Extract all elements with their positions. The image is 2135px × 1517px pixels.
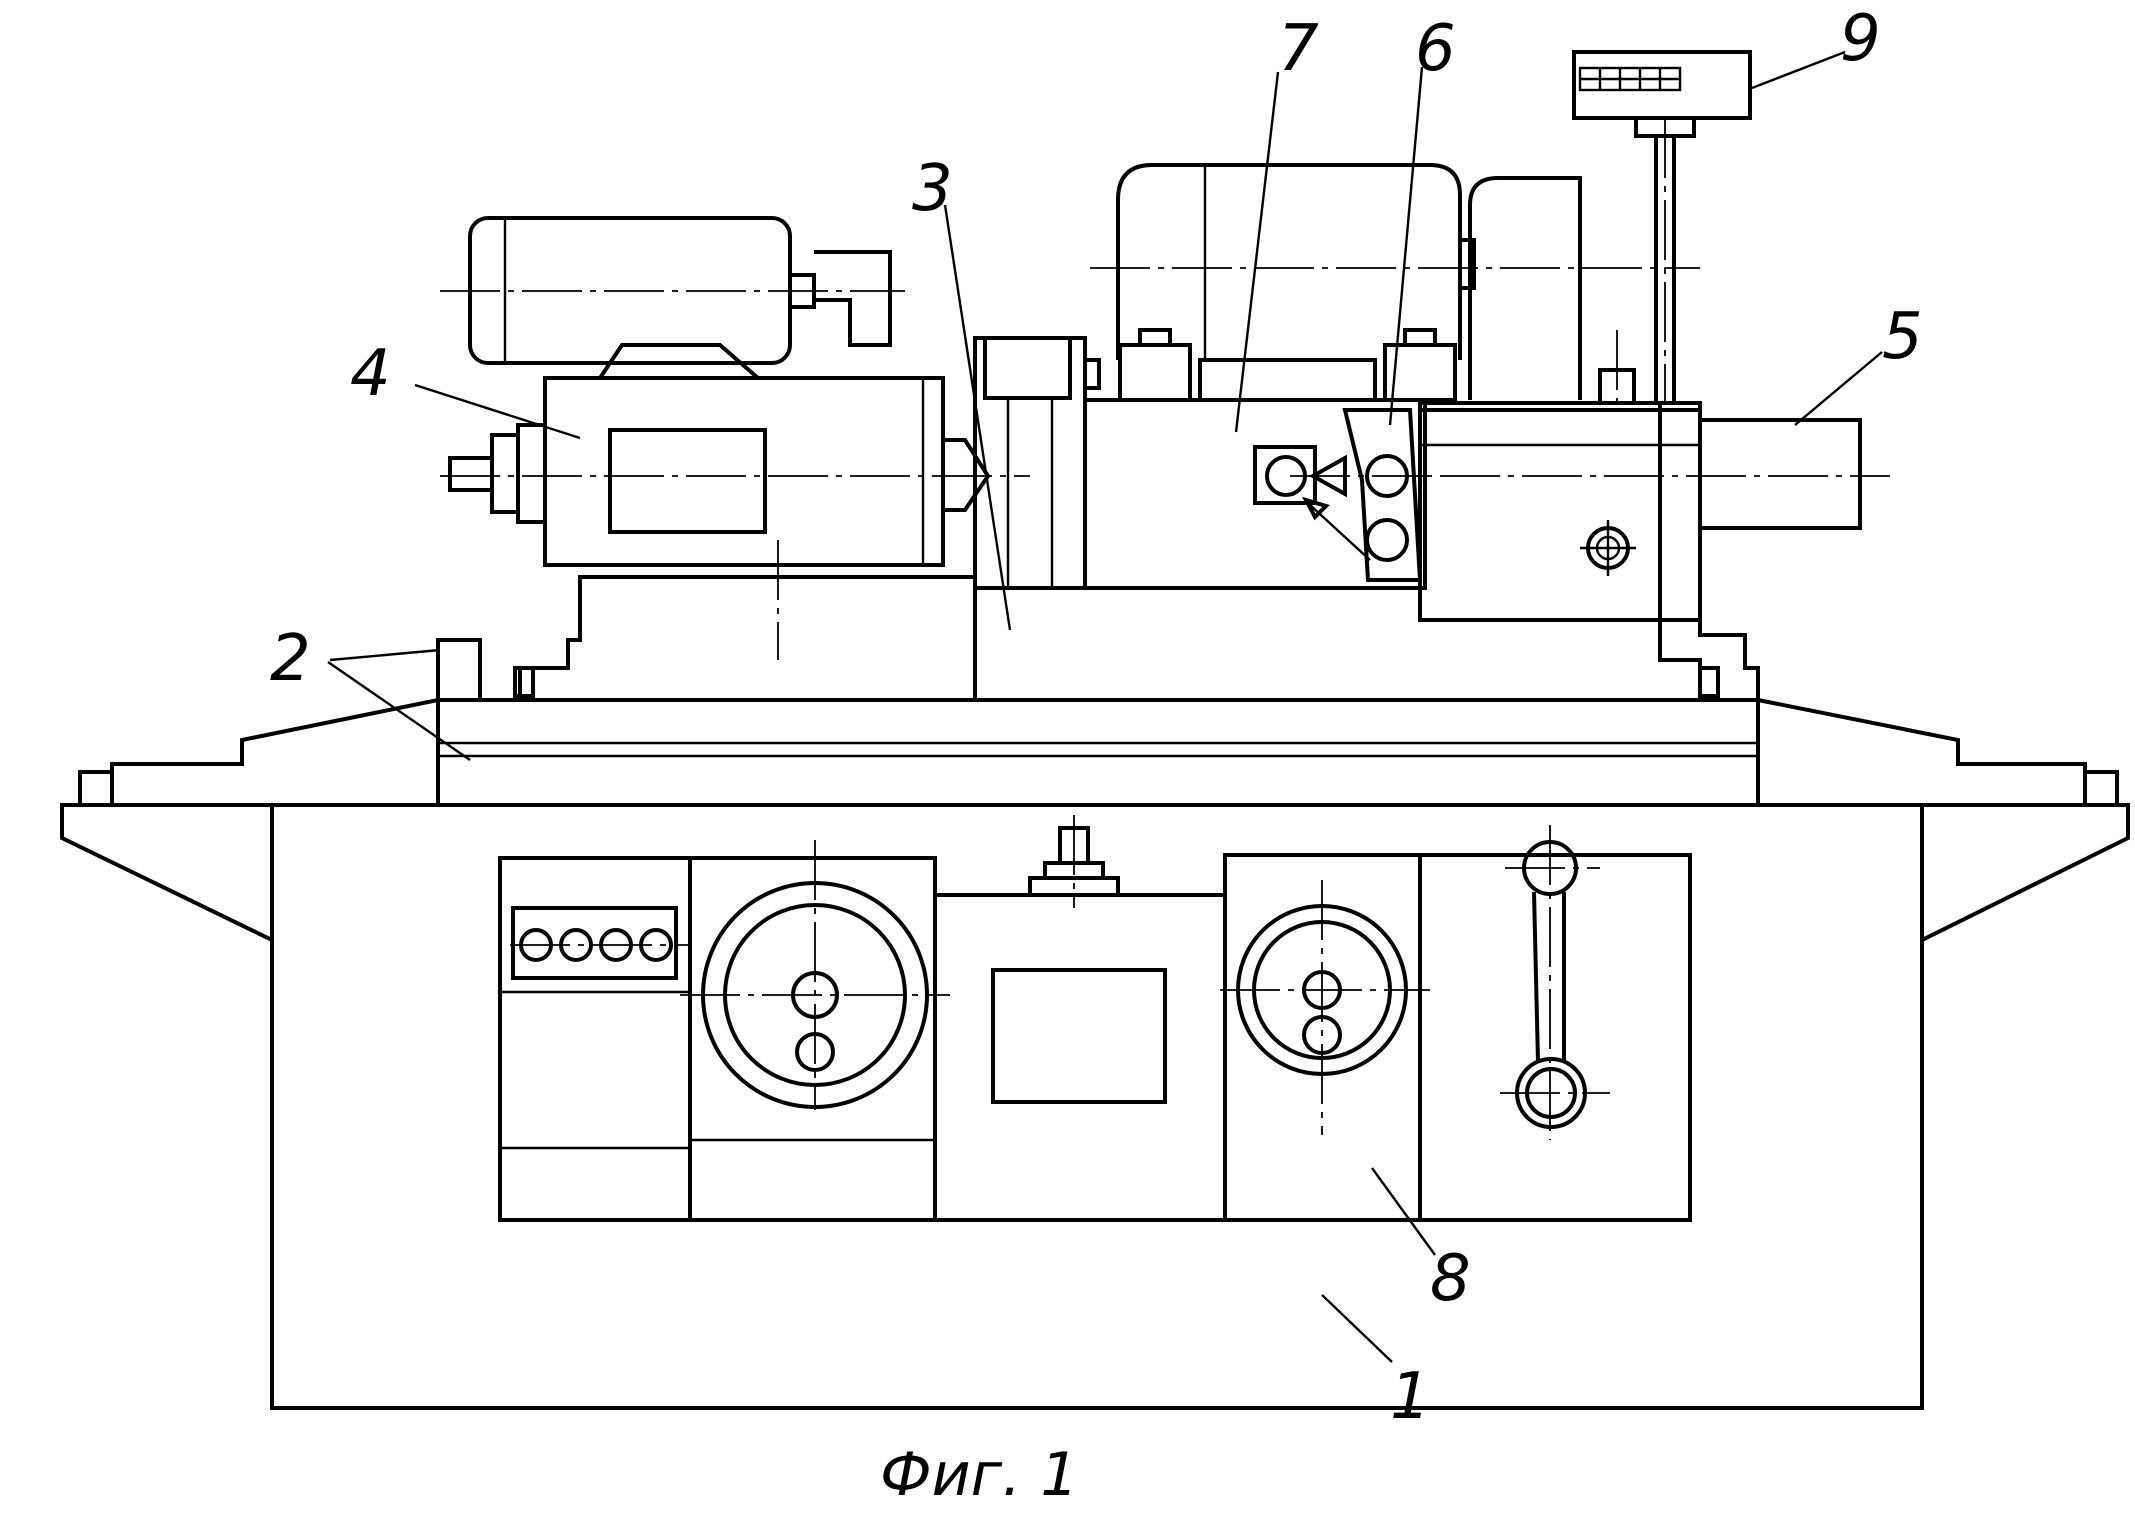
tailstock bbox=[1418, 330, 1890, 700]
label-2: 2 bbox=[270, 622, 311, 696]
figure-caption: Фиг. 1 bbox=[880, 1440, 1079, 1510]
label-4: 4 bbox=[350, 337, 391, 411]
leader-lines bbox=[327, 50, 1883, 1363]
label-8: 8 bbox=[1430, 1242, 1471, 1316]
headstock-motor bbox=[440, 216, 905, 365]
label-6: 6 bbox=[1415, 12, 1456, 86]
label-9: 9 bbox=[1840, 2, 1881, 76]
carriage-motors bbox=[1090, 163, 1700, 402]
display-unit bbox=[1572, 50, 1752, 405]
headstock-base bbox=[436, 575, 977, 702]
label-5: 5 bbox=[1882, 300, 1923, 374]
label-3: 3 bbox=[912, 152, 953, 226]
label-7: 7 bbox=[1278, 12, 1319, 86]
reference-labels: 1 2 3 4 5 6 7 8 9 bbox=[270, 2, 1923, 1434]
wheel-head-carriage bbox=[1083, 328, 1427, 590]
control-panel bbox=[498, 815, 1692, 1222]
label-1: 1 bbox=[1390, 1360, 1431, 1434]
headstock bbox=[440, 343, 1030, 660]
measuring-device bbox=[1253, 408, 1440, 582]
work-table bbox=[78, 697, 2119, 807]
